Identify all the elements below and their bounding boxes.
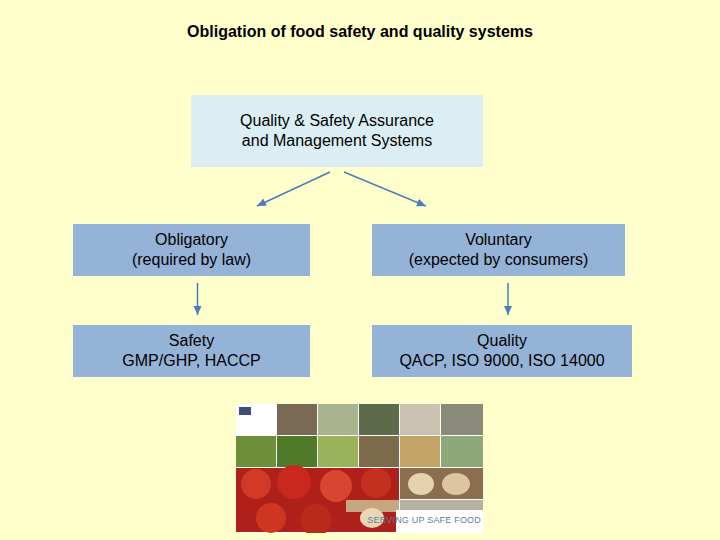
photo-tile [277, 436, 317, 467]
diagram-title: Obligation of food safety and quality sy… [0, 22, 720, 42]
photo-tile [441, 404, 483, 435]
egg [442, 473, 470, 495]
box-text-group: Quality & Safety Assurance and Managemen… [237, 111, 437, 151]
egg [408, 473, 434, 495]
photo-tile [359, 436, 399, 467]
box-text-group: QualityQACP, ISO 9000, ISO 14000 [399, 331, 604, 371]
photo-tile [236, 436, 276, 467]
box-body: (expected by consumers) [409, 250, 589, 270]
collage-tiles [236, 404, 483, 533]
arrow-connector [197, 283, 199, 315]
tomato [241, 469, 271, 499]
logo-mark [239, 407, 251, 415]
box-heading: Safety [122, 331, 260, 351]
system-type-box: SafetyGMP/GHP, HACCP [73, 325, 310, 377]
photo-tile [277, 404, 317, 435]
box-body: GMP/GHP, HACCP [122, 351, 260, 371]
tomato [361, 468, 391, 498]
category-box: Obligatory(required by law) [73, 224, 310, 276]
tomato [277, 465, 311, 499]
box-text-group: Voluntary(expected by consumers) [409, 230, 589, 270]
photo-tile [400, 500, 483, 510]
egg-tile [400, 468, 483, 499]
box-heading: Voluntary [409, 230, 589, 250]
collage-ground [236, 404, 483, 533]
box-text-group: Obligatory(required by law) [132, 230, 251, 270]
photo-tile [359, 404, 399, 435]
photo-tile [441, 436, 483, 467]
photo-caption: SERVING UP SAFE FOOD [367, 514, 481, 526]
tomato [300, 504, 332, 533]
box-heading: Obligatory [132, 230, 251, 250]
box-heading: Quality [399, 331, 604, 351]
photo-tile [400, 404, 440, 435]
category-box: Voluntary(expected by consumers) [372, 224, 625, 276]
box-text-group: SafetyGMP/GHP, HACCP [122, 331, 260, 371]
photo-tile [318, 436, 358, 467]
arrow-connector [507, 283, 509, 315]
system-box: Quality & Safety Assurance and Managemen… [191, 95, 483, 167]
system-type-box: QualityQACP, ISO 9000, ISO 14000 [372, 325, 632, 377]
box-body: (required by law) [132, 250, 251, 270]
photo-tile [400, 436, 440, 467]
box-body: QACP, ISO 9000, ISO 14000 [399, 351, 604, 371]
photo-tile [318, 404, 358, 435]
arrow-connector [344, 172, 426, 206]
food-photo-collage [236, 404, 483, 533]
arrow-connector [257, 172, 330, 206]
tomato [256, 503, 286, 533]
tomato [320, 470, 352, 502]
box-heading: Quality & Safety Assurance and Managemen… [237, 111, 437, 151]
